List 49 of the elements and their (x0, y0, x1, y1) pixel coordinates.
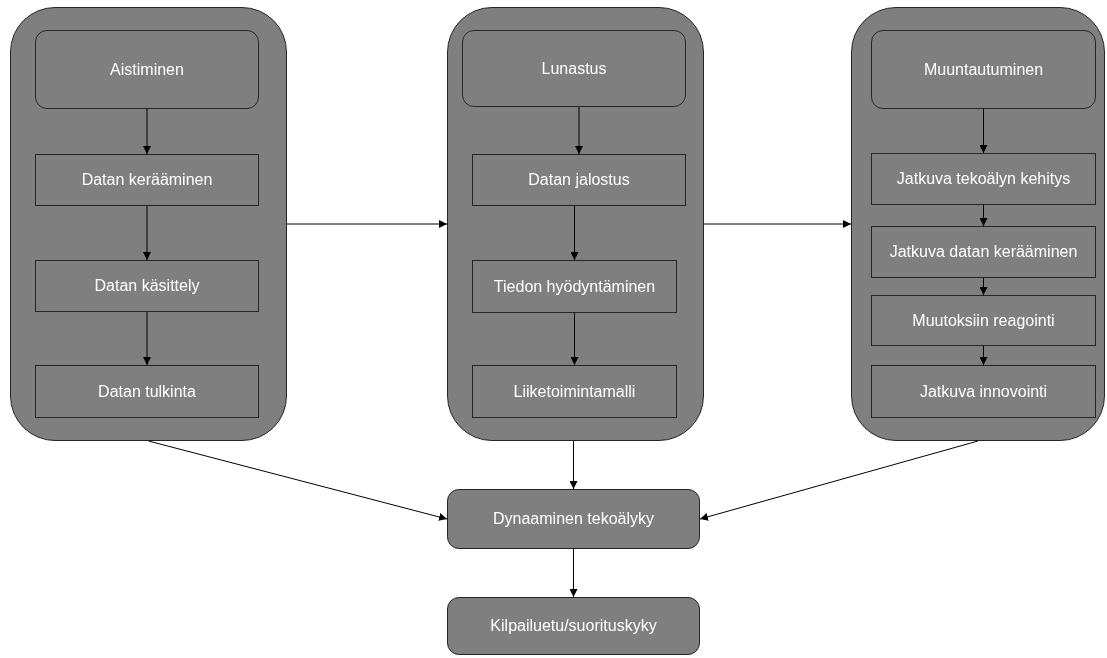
arrow (979, 108, 988, 154)
node-label: Liiketoimintamalli (513, 381, 636, 402)
arrow (569, 548, 578, 598)
arrow (148, 440, 448, 521)
arrow (286, 220, 448, 228)
process-box (35, 365, 259, 418)
arrow (703, 220, 852, 228)
group-panel (10, 7, 287, 441)
node-label: Jatkuva innovointi (919, 381, 1048, 402)
arrow (143, 108, 151, 155)
process-box (35, 260, 259, 312)
node-label: Tiedon hyödyntäminen (493, 276, 656, 297)
node-label: Jatkuva datan kerääminen (889, 242, 1078, 262)
arrow (569, 440, 578, 490)
arrow (979, 345, 988, 366)
node-label: Datan käsittely (94, 276, 200, 296)
node-label: Datan tulkinta (98, 381, 196, 402)
arrow (143, 311, 151, 366)
node-label: Jatkuva tekoälyn kehitys (896, 169, 1071, 189)
result-box (447, 489, 700, 549)
node-label: Datan jalostus (528, 170, 630, 190)
node-label: Lunastus (541, 58, 607, 79)
process-box (871, 365, 1096, 418)
process-box (871, 226, 1096, 278)
process-box (871, 295, 1096, 346)
stage-box (871, 30, 1096, 109)
arrow (699, 440, 979, 521)
result-box (447, 597, 700, 655)
stage-box (35, 30, 259, 109)
group-panel (851, 7, 1105, 441)
process-box (871, 153, 1096, 205)
process-box (472, 365, 677, 418)
group-panel (447, 7, 704, 441)
process-box (472, 260, 677, 313)
node-label: Muutoksiin reagointi (912, 310, 1055, 331)
node-label: Kilpailuetu/suorituskyky (490, 616, 657, 636)
node-label: Aistiminen (110, 59, 184, 80)
stage-box (462, 30, 686, 107)
process-box (472, 154, 686, 206)
arrow (575, 106, 583, 155)
arrow (570, 312, 579, 366)
node-label: Muuntautuminen (923, 59, 1044, 80)
arrow (979, 204, 988, 227)
arrow (570, 205, 579, 261)
node-label: Datan kerääminen (81, 170, 213, 190)
node-label: Dynaaminen tekoälyky (493, 509, 654, 529)
arrow (143, 205, 151, 261)
arrow (979, 277, 988, 296)
process-box (35, 154, 259, 206)
